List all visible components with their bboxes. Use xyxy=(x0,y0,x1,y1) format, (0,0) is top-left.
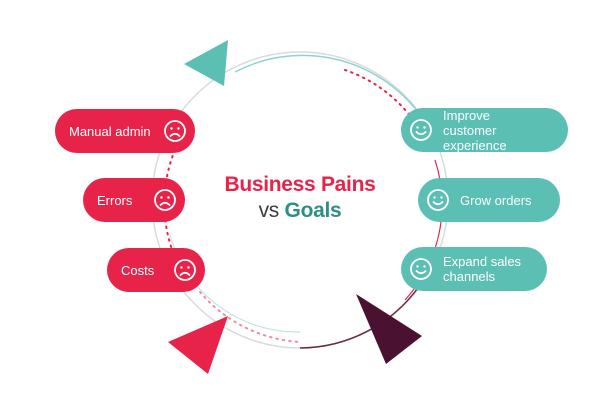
title-vs: vs xyxy=(258,199,280,222)
goal-label: Improve customer experience xyxy=(443,107,507,153)
goal-pill-improve-customer-experience: Improve customer experience xyxy=(401,107,568,153)
sad-face-icon xyxy=(164,120,186,142)
title-goals: Goals xyxy=(284,199,342,222)
pain-pill-errors: Errors xyxy=(83,178,185,222)
goal-pill-expand-sales-channels: Expand sales channels xyxy=(401,247,547,291)
sad-face-icon xyxy=(154,189,176,211)
pain-label: Manual admin xyxy=(69,123,151,139)
smiley-face-icon xyxy=(410,119,432,141)
goal-label: Grow orders xyxy=(460,192,532,208)
sad-face-icon xyxy=(174,259,196,281)
diagram-title: Business Pains vs Goals xyxy=(210,172,390,224)
title-business-pains: Business Pains xyxy=(224,173,376,196)
smiley-face-icon xyxy=(410,258,432,280)
teal-arrowhead xyxy=(184,40,228,86)
title-vs-goals: vs Goals xyxy=(210,198,390,224)
smiley-face-icon xyxy=(427,189,449,211)
pain-pill-costs: Costs xyxy=(107,248,205,292)
pink-dotted-arc-bottom xyxy=(199,291,301,343)
goal-label: Expand sales channels xyxy=(443,254,522,284)
pain-label: Errors xyxy=(97,192,133,208)
pain-label: Costs xyxy=(121,262,155,278)
goal-pill-grow-orders: Grow orders xyxy=(418,178,560,222)
teal-arc xyxy=(234,54,419,113)
pain-pill-manual-admin: Manual admin xyxy=(55,109,195,153)
red-arrowhead xyxy=(168,316,228,374)
dark-arc xyxy=(299,284,421,349)
dark-arrowhead xyxy=(356,294,422,364)
